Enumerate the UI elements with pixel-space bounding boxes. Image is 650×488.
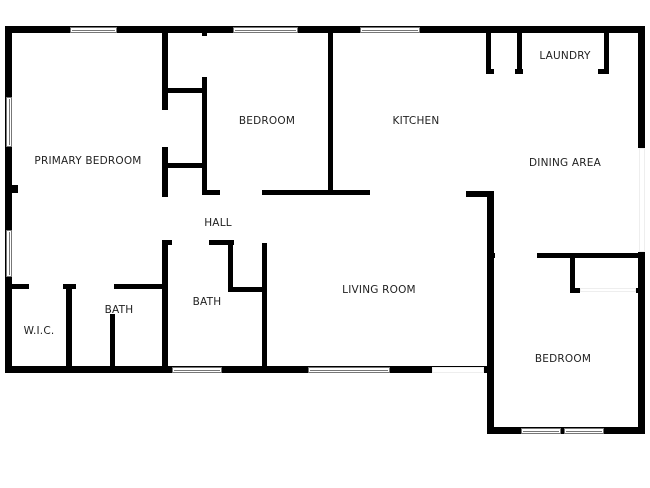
wall <box>486 26 491 73</box>
wall <box>537 253 645 258</box>
wall <box>328 26 333 194</box>
wall-top <box>5 26 645 33</box>
wall <box>487 253 495 258</box>
wall-right-upper <box>638 26 645 148</box>
room-label-bedroom-2: BEDROOM <box>534 353 592 365</box>
window <box>233 27 298 33</box>
closet-door <box>580 288 636 292</box>
wall <box>110 314 115 368</box>
window <box>564 428 604 434</box>
wall <box>570 253 575 293</box>
wall <box>202 190 220 195</box>
wall <box>202 77 207 193</box>
doorway <box>639 148 645 252</box>
wall <box>162 163 206 168</box>
wall <box>0 290 5 295</box>
wall <box>262 243 267 367</box>
window <box>6 230 12 277</box>
room-label-bath-primary: BATH <box>104 304 134 316</box>
doorway <box>432 367 484 373</box>
room-label-laundry: LAUNDRY <box>539 50 591 62</box>
wall <box>202 26 207 36</box>
window <box>308 367 390 373</box>
window <box>360 27 420 33</box>
wall <box>517 26 522 74</box>
wall <box>162 240 172 245</box>
wall <box>486 69 494 74</box>
room-label-bedroom: BEDROOM <box>238 115 296 127</box>
wall-living-right <box>487 191 494 381</box>
room-label-primary-bedroom: PRIMARY BEDROOM <box>34 155 142 167</box>
window <box>6 97 12 147</box>
window <box>521 428 561 434</box>
wall <box>162 240 168 373</box>
wall <box>209 240 234 245</box>
wall <box>262 190 370 195</box>
wall <box>636 288 644 293</box>
wall <box>515 69 523 74</box>
wall <box>162 88 206 93</box>
wall <box>228 287 266 292</box>
wall <box>114 284 167 289</box>
window <box>70 27 117 33</box>
wall <box>598 69 609 74</box>
room-label-wic: W.I.C. <box>23 325 55 337</box>
wall-living-right-stub <box>466 191 494 197</box>
wall-left <box>5 26 12 373</box>
wall-left-stub <box>5 185 18 193</box>
wall <box>570 288 580 293</box>
room-label-hall: HALL <box>204 217 232 229</box>
wall <box>5 284 29 289</box>
room-label-living-room: LIVING ROOM <box>342 284 416 296</box>
room-label-kitchen: KITCHEN <box>392 115 440 127</box>
room-label-dining-area: DINING AREA <box>529 157 601 169</box>
wall <box>66 284 72 368</box>
wall-bottom-left <box>5 366 490 373</box>
wall-right-lower <box>638 252 645 434</box>
window <box>172 367 222 373</box>
wall <box>162 147 168 197</box>
room-label-bath: BATH <box>192 296 222 308</box>
wall <box>162 26 168 110</box>
wall <box>604 26 609 74</box>
wall <box>228 240 233 290</box>
